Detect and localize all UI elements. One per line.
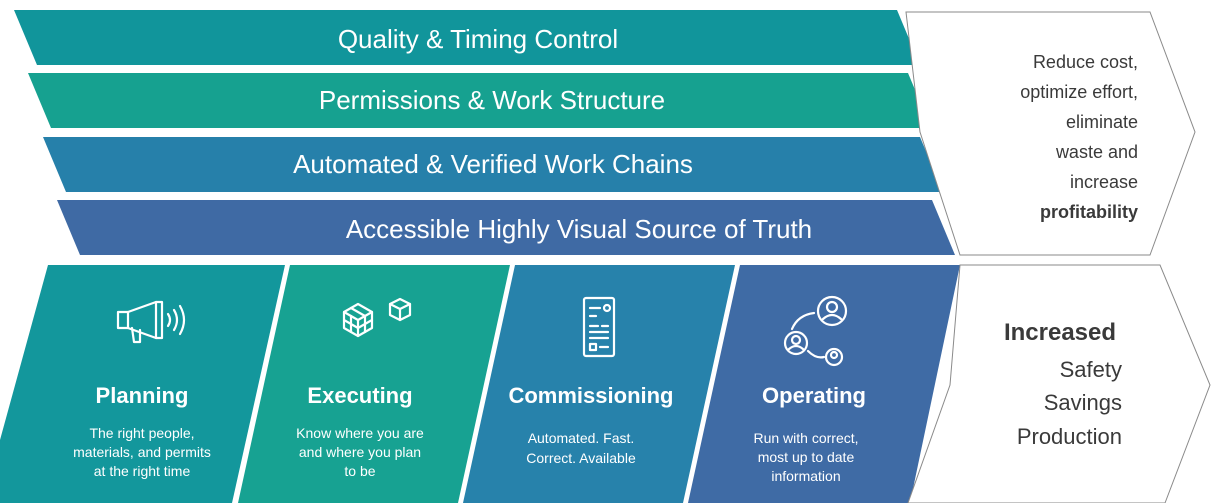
phase-desc-line: Automated. Fast. xyxy=(528,430,635,446)
phase-title: Operating xyxy=(762,383,866,408)
benefit-line: eliminate xyxy=(1066,112,1138,132)
band-label: Quality & Timing Control xyxy=(338,24,618,54)
phase-desc-line: The right people, xyxy=(89,425,194,441)
results-item: Savings xyxy=(1044,390,1122,415)
band-shape xyxy=(57,200,955,255)
results-item: Production xyxy=(1017,424,1122,449)
band-label: Automated & Verified Work Chains xyxy=(293,149,693,179)
benefit-line: increase xyxy=(1070,172,1138,192)
benefit-line: optimize effort, xyxy=(1020,82,1138,102)
results-title: Increased xyxy=(1004,319,1116,346)
band-permissions-structure: Permissions & Work Structure xyxy=(28,73,931,128)
phase-desc-line: Run with correct, xyxy=(753,430,858,446)
phase-shape xyxy=(688,265,960,503)
phase-title: Executing xyxy=(307,383,412,408)
phase-operating: Operating Run with correct, most up to d… xyxy=(688,265,960,503)
band-source-of-truth: Accessible Highly Visual Source of Truth xyxy=(57,200,955,255)
band-shape xyxy=(43,137,943,192)
phase-executing: Executing Know where you are and where y… xyxy=(238,265,510,503)
phase-desc-line: at the right time xyxy=(94,463,191,479)
results-item: Safety xyxy=(1060,357,1122,382)
phase-planning: Planning The right people, materials, an… xyxy=(0,265,285,503)
people-network-icon xyxy=(783,295,848,367)
phase-desc-line: Correct. Available xyxy=(526,450,636,466)
band-shape xyxy=(28,73,931,128)
benefit-bold: profitability xyxy=(1040,202,1138,222)
benefit-panel: Reduce cost, optimize effort, eliminate … xyxy=(905,11,1196,256)
phase-desc-line: materials, and permits xyxy=(73,444,211,460)
checklist-icon xyxy=(582,296,616,358)
cubes-icon xyxy=(342,297,412,338)
band-label: Permissions & Work Structure xyxy=(319,85,665,115)
phase-desc-line: most up to date xyxy=(758,449,855,465)
phase-shape xyxy=(238,265,510,503)
band-label: Accessible Highly Visual Source of Truth xyxy=(346,214,812,244)
megaphone-icon xyxy=(116,300,186,344)
benefit-line: Reduce cost, xyxy=(1033,52,1138,72)
phase-columns: Planning The right people, materials, an… xyxy=(0,265,960,503)
band-shape xyxy=(14,10,920,65)
band-automated-chains: Automated & Verified Work Chains xyxy=(43,137,943,192)
phase-desc-line: and where you plan xyxy=(299,444,421,460)
phase-shape xyxy=(463,265,735,503)
phase-desc-line: information xyxy=(771,468,840,484)
phase-desc-line: to be xyxy=(344,463,375,479)
phase-desc-line: Know where you are xyxy=(296,425,424,441)
capability-bands: Quality & Timing Control Permissions & W… xyxy=(14,10,955,255)
phase-commissioning: Commissioning Automated. Fast. Correct. … xyxy=(463,265,735,503)
phase-title: Commissioning xyxy=(508,383,673,408)
results-panel: Increased Safety Savings Production xyxy=(907,264,1211,503)
phase-shape xyxy=(0,265,285,503)
benefit-line: waste and xyxy=(1055,142,1138,162)
phase-title: Planning xyxy=(96,383,189,408)
benefit-chevron xyxy=(905,11,1196,256)
band-quality-timing: Quality & Timing Control xyxy=(14,10,920,65)
results-chevron xyxy=(907,264,1211,503)
